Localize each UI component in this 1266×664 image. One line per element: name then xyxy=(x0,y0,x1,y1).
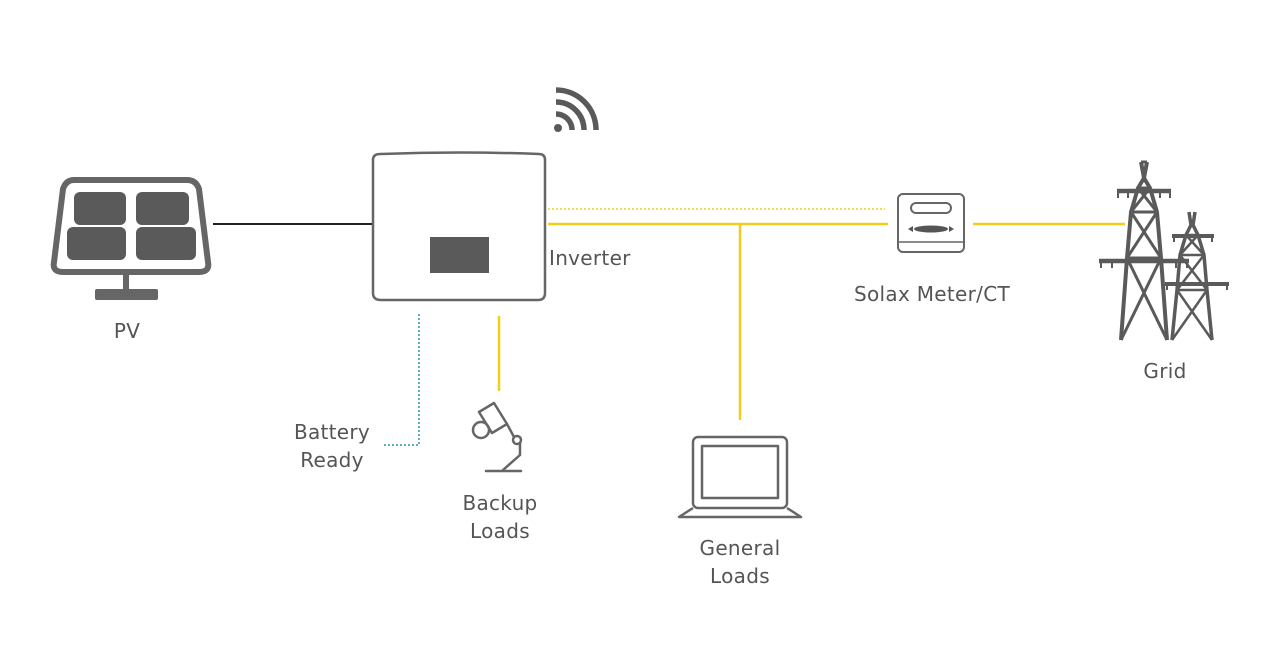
backup-loads-label: Backup Loads xyxy=(462,491,538,543)
inverter-icon xyxy=(371,151,547,302)
pv-label: PV xyxy=(113,319,141,343)
solar-panel-icon xyxy=(50,177,212,300)
grid-label: Grid xyxy=(1143,359,1187,383)
battery-line xyxy=(383,314,420,446)
meter-label: Solax Meter/CT xyxy=(854,282,1010,306)
general-loads-label: General Loads xyxy=(699,536,781,588)
transmission-tower-icon xyxy=(1099,160,1229,341)
battery-ready-label: Battery Ready xyxy=(293,420,371,472)
inverter-label: Inverter xyxy=(549,246,631,270)
wifi-icon xyxy=(554,87,599,132)
laptop-icon xyxy=(677,435,803,519)
meter-icon xyxy=(897,193,965,253)
desk-lamp-icon xyxy=(471,401,523,473)
